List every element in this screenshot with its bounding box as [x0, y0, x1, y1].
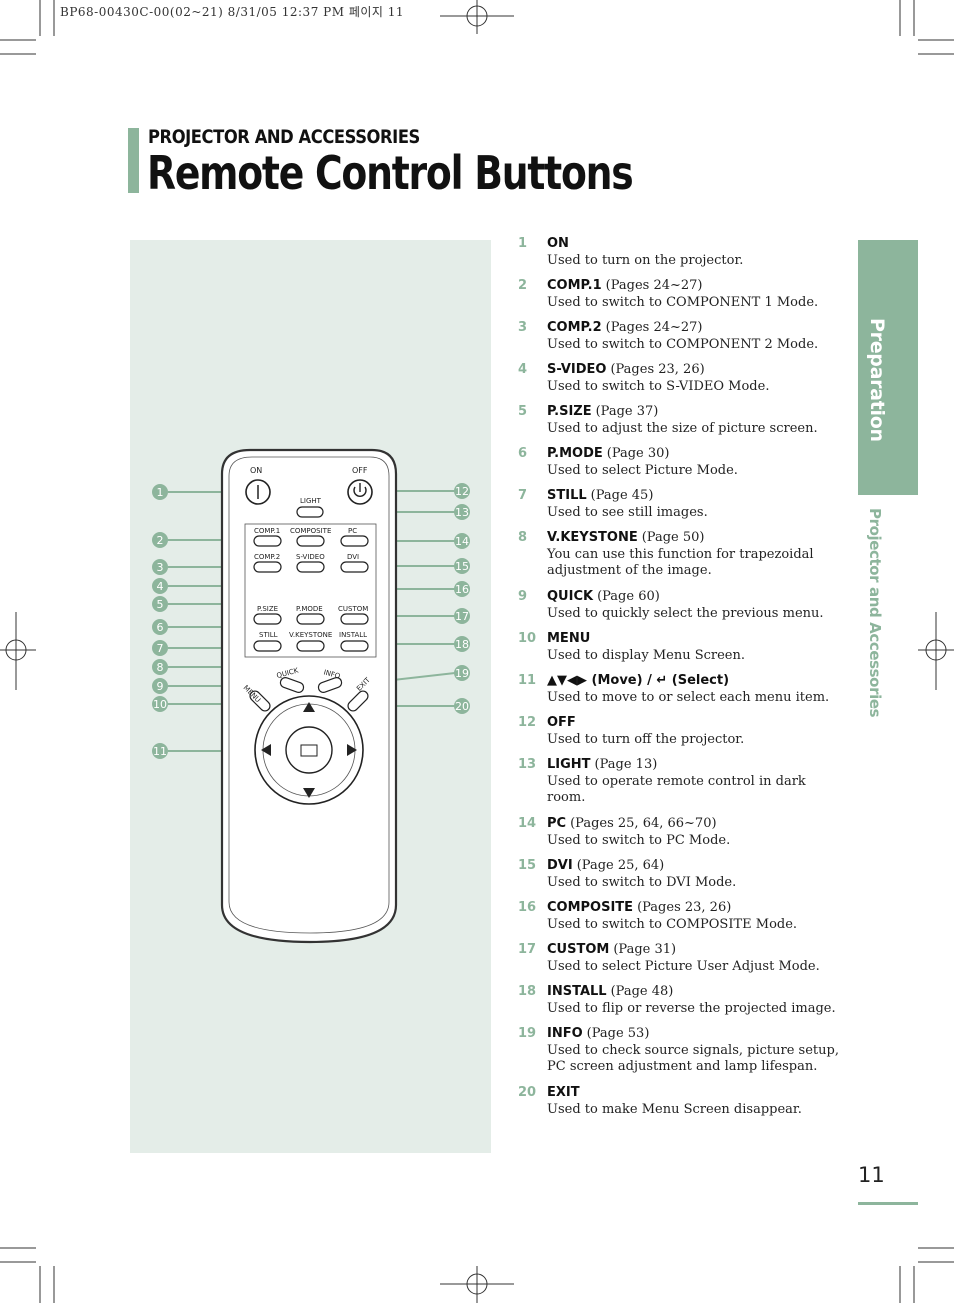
callout-16: 16: [455, 583, 469, 596]
remote-label-still: STILL: [259, 631, 278, 639]
remote-label-dvi: DVI: [347, 553, 359, 561]
remote-label-comp2: COMP.2: [254, 553, 280, 561]
callout-2: 2: [157, 534, 164, 547]
callout-12: 12: [455, 485, 469, 498]
callout-14: 14: [455, 535, 469, 548]
page-number-rule: [858, 1202, 918, 1205]
remote-label-custom: CUSTOM: [338, 605, 368, 613]
callout-6: 6: [157, 621, 164, 634]
side-tab-text: Preparation: [858, 240, 918, 495]
remote-label-svideo: S-VIDEO: [296, 553, 325, 561]
side-tab-label: Preparation: [866, 318, 888, 442]
page-title: Remote Control Buttons: [147, 146, 634, 200]
callout-7: 7: [157, 642, 164, 655]
remote-label-install: INSTALL: [339, 631, 367, 639]
remote-label-composite: COMPOSITE: [290, 527, 331, 535]
callout-17: 17: [455, 610, 469, 623]
remote-label-light: LIGHT: [300, 497, 322, 505]
remote-label-off: OFF: [352, 466, 368, 475]
callout-8: 8: [157, 661, 164, 674]
title-accent-bar: [128, 128, 139, 193]
callout-5: 5: [157, 598, 164, 611]
section-label: PROJECTOR AND ACCESSORIES: [148, 126, 420, 148]
callouts-left: 1 2 3 4 5 6 7 8 9 10 11: [152, 484, 168, 759]
callout-10: 10: [153, 698, 167, 711]
print-header: BP68-00430C-00(02~21) 8/31/05 12:37 PM 페…: [60, 5, 405, 19]
remote-label-vkeystone: V.KEYSTONE: [289, 631, 332, 639]
callout-18: 18: [455, 638, 469, 651]
side-tab: [858, 240, 918, 495]
remote-label-psize: P.SIZE: [257, 605, 278, 613]
remote-label-pmode: P.MODE: [296, 605, 323, 613]
callout-9: 9: [157, 680, 164, 693]
remote-label-comp1: COMP.1: [254, 527, 280, 535]
callouts-right: 12 13 14 15 16 17 18 19 20: [454, 483, 470, 714]
page-number: 11: [858, 1163, 885, 1187]
remote-label-pc: PC: [348, 527, 357, 535]
remote-illustration: ON OFF LIGHT COMP.1 COMPOSITE PC COMP.2 …: [152, 448, 470, 944]
callout-4: 4: [157, 580, 164, 593]
callout-11: 11: [153, 745, 167, 758]
callout-1: 1: [157, 486, 164, 499]
callout-20: 20: [455, 700, 469, 713]
callout-15: 15: [455, 560, 469, 573]
side-tab-sublabel: Projector and Accessories: [866, 508, 884, 718]
callout-13: 13: [455, 506, 469, 519]
callout-3: 3: [157, 561, 164, 574]
remote-label-on: ON: [250, 466, 262, 475]
callout-19: 19: [455, 667, 469, 680]
